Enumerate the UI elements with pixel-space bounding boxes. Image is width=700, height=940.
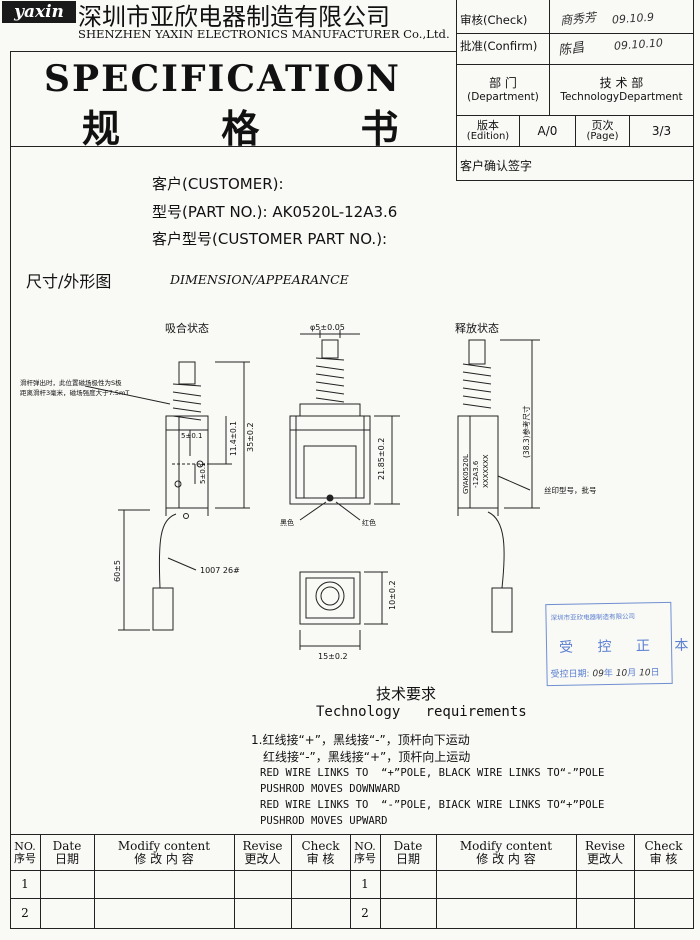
confirm-label: 批准(Confirm): [460, 39, 538, 53]
check-label: 审核(Check): [460, 13, 528, 27]
edition-label: 版本(Edition): [466, 118, 510, 142]
part-no-value: AK0520L-12A3.6: [272, 203, 398, 221]
edition-value: A/0: [537, 123, 558, 138]
controlled-copy-stamp: 深圳市亚欣电器制造有限公司 受 控 正 本 受控日期: 09年 10月 10日: [545, 601, 699, 687]
requirement-line-1: 1.红线接“+”，黑线接“-”，顶杆向下运动: [251, 733, 470, 747]
spec-title-en: SPECIFICATION: [44, 58, 401, 100]
requirements-title-en: Technology requirements: [316, 704, 527, 720]
page-value: 3/3: [651, 123, 672, 138]
wire-label: 1007 26#: [200, 566, 240, 575]
department-label: 部 门(Department): [467, 75, 539, 104]
magnet-note-2: 距离滑杆3毫米，磁场强度大于7.5mT: [20, 388, 129, 397]
dim-60: 60±5: [113, 560, 122, 582]
stamp-company: 深圳市亚欣电器制造有限公司: [550, 612, 636, 623]
rev-header-no: NO.序号: [14, 840, 36, 865]
dim-5a: 5±0.1: [181, 432, 202, 440]
rev-row-1-no-2: 1: [361, 877, 369, 892]
company-name-cn: 深圳市亚欣电器制造有限公司: [78, 3, 390, 31]
customer-part-no-field: 客户型号(CUSTOMER PART NO.):: [152, 230, 388, 248]
rev-row-2-no: 2: [21, 906, 29, 921]
part-no-field: 型号(PART NO.): AK0520L-12A3.6: [152, 203, 398, 221]
requirement-line-4: PUSHROD MOVES DOWNWARD: [260, 783, 401, 795]
stamp-controlled: 受 控 正 本: [558, 637, 699, 656]
print-line-2: -12A3.6: [472, 460, 480, 488]
rev-header-no-2: NO.序号: [354, 840, 376, 865]
dim-5b: 5±0.1: [199, 463, 207, 484]
dim-phi5: φ5±0.05: [310, 323, 345, 332]
requirement-line-6: PUSHROD MOVES UPWARD: [260, 815, 388, 827]
black-wire-label: 黑色: [280, 518, 294, 527]
requirement-line-2: 红线接“-”，黑线接“+”，顶杆向上运动: [263, 750, 471, 764]
state-released-label: 释放状态: [455, 321, 499, 335]
rev-row-2-no-2: 2: [361, 906, 369, 921]
dim-10: 10±0.2: [388, 580, 397, 610]
customer-sign-label: 客户确认签字: [460, 159, 533, 173]
red-wire-label: 红色: [362, 518, 376, 527]
requirements-title-cn: 技术要求: [376, 685, 437, 703]
page-label: 页次(Page): [586, 118, 619, 142]
dim-21-85: 21.85±0.2: [377, 438, 386, 480]
print-line-3: XXXXXXX: [482, 454, 490, 488]
spec-title-cn: 规 格 书: [82, 107, 443, 151]
stamp-date: 受控日期: 09年 10月 10日: [550, 668, 660, 681]
print-label: 丝印型号，批号: [544, 485, 597, 495]
dim-38-3: (38.3)参考尺寸: [521, 405, 531, 458]
company-logo: yaxin: [2, 1, 76, 23]
requirement-line-5: RED WIRE LINKS TO “-”POLE, BIACK WIRE LI…: [260, 799, 605, 811]
state-closed-label: 吸合状态: [165, 321, 209, 335]
customer-field: 客户(CUSTOMER):: [152, 175, 284, 193]
company-name-en: SHENZHEN YAXIN ELECTRONICS MANUFACTURER …: [78, 27, 450, 41]
magnet-note-1: 滑杆弹出时，此位置磁场极性为S极: [20, 378, 122, 387]
dim-15: 15±0.2: [318, 652, 348, 661]
print-line-1: GYAK0520L: [462, 454, 470, 494]
rev-row-1-no: 1: [21, 877, 29, 892]
requirement-line-3: RED WIRE LINKS TO “+”POLE, BLACK WIRE LI…: [260, 767, 605, 779]
dimension-title-en: DIMENSION/APPEARANCE: [170, 272, 349, 287]
dim-35: 35±0.2: [246, 422, 255, 452]
technical-drawing: 吸合状态 释放状态 滑杆弹出时，此位置磁场极性为S极 距离滑杆3毫米，磁场强度大…: [20, 321, 597, 661]
dimension-title-cn: 尺寸/外形图: [26, 272, 112, 291]
dim-11-4: 11.4±0.1: [229, 421, 238, 456]
